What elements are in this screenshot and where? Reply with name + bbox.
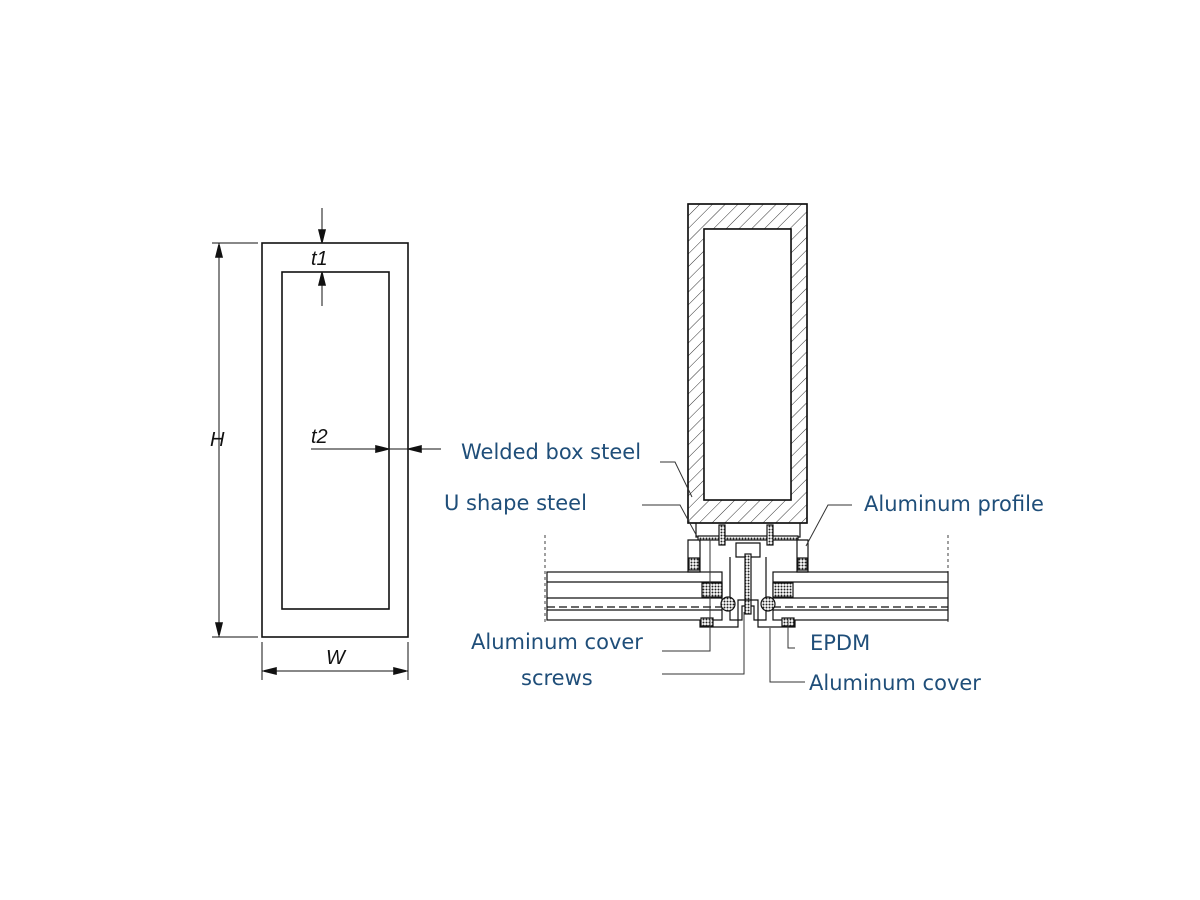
curtain-wall-joint-drawing	[544, 203, 949, 628]
top-thickness-label: t1	[311, 248, 328, 270]
inner-outline	[281, 271, 390, 610]
aluminum-cover-left-label: Aluminum cover	[471, 630, 643, 654]
screws-label: screws	[521, 666, 593, 690]
height-label: H	[210, 429, 225, 451]
epdm-label: EPDM	[810, 631, 871, 655]
aluminum-cover-right-label: Aluminum cover	[809, 671, 981, 695]
u-shape-steel-label: U shape steel	[444, 491, 587, 515]
outer-outline	[261, 242, 409, 638]
welded-box-steel-label: Welded box steel	[461, 440, 642, 464]
width-label: W	[326, 647, 345, 669]
side-thickness-label: t2	[311, 426, 328, 448]
leader-lines	[642, 461, 852, 683]
box-section-drawing	[212, 208, 441, 680]
aluminum-profile-label: Aluminum profile	[864, 492, 1044, 516]
